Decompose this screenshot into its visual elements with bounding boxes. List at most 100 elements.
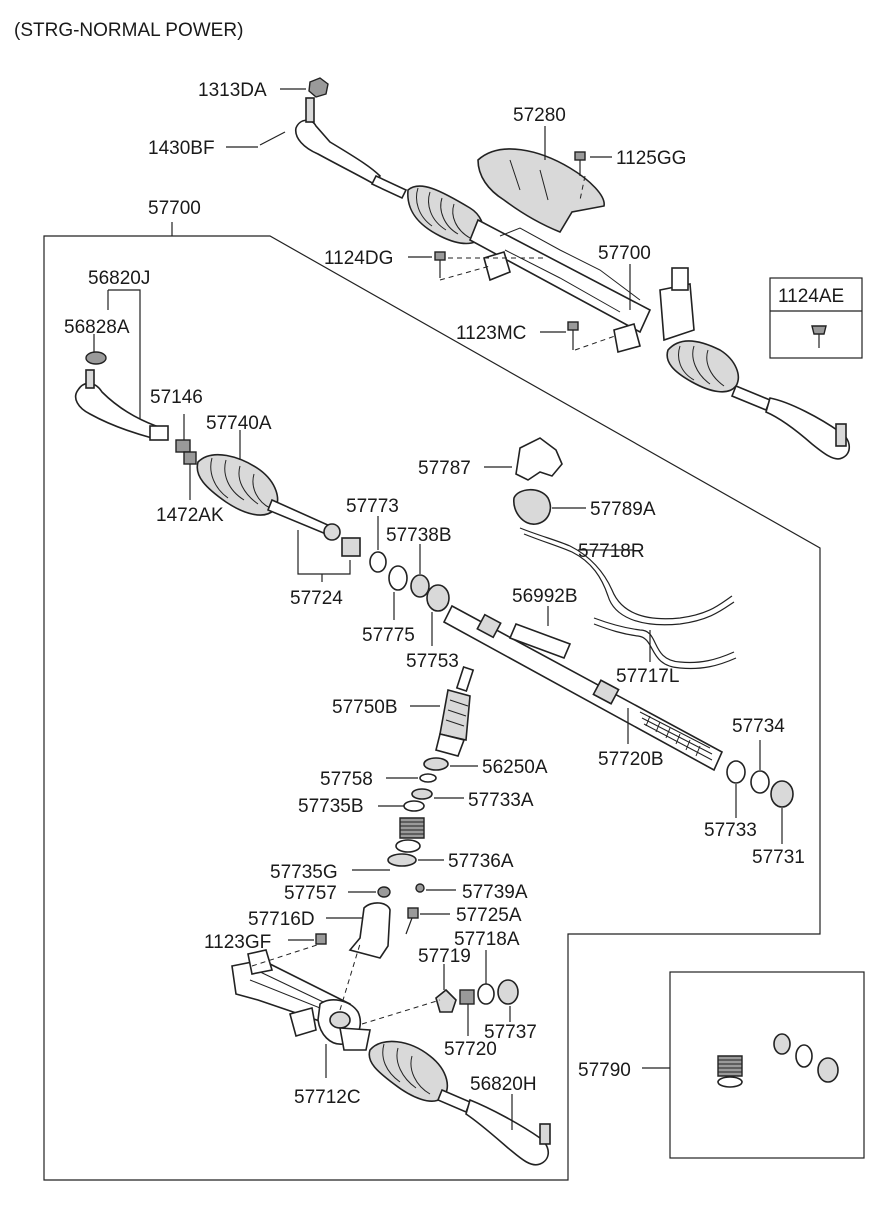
bracket-56820J — [107, 289, 141, 428]
label-57720: 57720 — [444, 1039, 497, 1060]
label-57750B: 57750B — [332, 697, 398, 718]
label-56992B: 56992B — [512, 586, 578, 607]
ring-57773-icon — [369, 551, 387, 573]
snap-ring-57775-icon — [388, 565, 408, 591]
heat-shield-ribs — [509, 159, 549, 201]
bolt-57725A-icon — [407, 907, 419, 919]
bolt-1123MC-icon — [567, 321, 579, 331]
ball-stud-left — [85, 369, 95, 389]
label-1430BF: 1430BF — [148, 138, 215, 159]
jam-nut-57146-icon — [175, 439, 191, 453]
tie-rod-upper — [370, 174, 408, 200]
kit-parts-57790 — [717, 1033, 839, 1088]
ring-57735G-upper-icon — [395, 839, 421, 853]
feed-tube-57718R — [519, 527, 733, 620]
label-57146: 57146 — [150, 387, 203, 408]
bolt-1430BF-icon — [259, 131, 286, 146]
spring-yoke-icon — [399, 817, 425, 839]
rack-guide-56992B — [508, 622, 572, 660]
mount-bushing-57789A — [513, 488, 552, 525]
spring-57720-icon — [459, 989, 475, 1005]
label-57700-frame: 57700 — [148, 198, 201, 219]
ball-stud-upper — [305, 97, 315, 123]
label-57735G: 57735G — [270, 862, 338, 883]
seal-56250A-icon — [423, 757, 449, 771]
seal-57733-icon — [726, 760, 746, 784]
label-57718A: 57718A — [454, 929, 520, 950]
label-57724: 57724 — [290, 588, 343, 609]
nut-1313DA-icon — [308, 77, 329, 98]
label-56820H: 56820H — [470, 1074, 537, 1095]
label-56820J: 56820J — [88, 268, 150, 289]
label-1472AK: 1472AK — [156, 505, 224, 526]
yoke-plug-57716D — [348, 902, 391, 959]
inner-socket-57724 — [341, 537, 361, 557]
boot-upper-right — [666, 340, 740, 393]
bushing-57753-icon — [426, 584, 450, 612]
seal-57737-icon — [497, 979, 519, 1005]
label-1123MC: 1123MC — [456, 323, 526, 344]
label-57758: 57758 — [320, 769, 373, 790]
tie-rod-end-upper-right — [765, 397, 851, 460]
valve-assembly-57750B — [435, 665, 475, 757]
label-1125GG: 1125GG — [616, 148, 686, 169]
label-1124DG: 1124DG — [324, 248, 393, 269]
bolt-1123GF-icon — [315, 933, 327, 945]
label-57787: 57787 — [418, 458, 471, 479]
rack-57720B — [442, 604, 724, 772]
gear-housing-57712C — [231, 949, 371, 1051]
bolt-1125GG-icon — [574, 151, 586, 161]
feed-lines-upper — [499, 227, 641, 313]
mount-bracket-upper-1 — [483, 251, 511, 282]
label-57736A: 57736A — [448, 851, 514, 872]
label-1123GF: 1123GF — [204, 932, 271, 953]
ball-57739A-icon — [415, 883, 425, 893]
inner-tie-rod-57724 — [266, 498, 332, 536]
cap-57719 — [435, 988, 457, 1013]
label-57740A: 57740A — [206, 413, 272, 434]
plug-57757-icon — [377, 886, 391, 898]
label-57733A: 57733A — [468, 790, 534, 811]
boot-lower-right — [368, 1040, 449, 1102]
label-57753: 57753 — [406, 651, 459, 672]
label-57738B: 57738B — [386, 525, 452, 546]
label-57773: 57773 — [346, 496, 399, 517]
label-57789A: 57789A — [590, 499, 656, 520]
tie-rod-upper-right — [730, 384, 772, 412]
label-57700-top: 57700 — [598, 243, 651, 264]
top-leaders — [226, 88, 631, 333]
dust-cap-56828A-icon — [85, 351, 107, 365]
label-56828A: 56828A — [64, 317, 130, 338]
label-57725A: 57725A — [456, 905, 522, 926]
washer-57733A-icon — [411, 788, 433, 800]
label-57717L: 57717L — [616, 666, 679, 687]
label-57775: 57775 — [362, 625, 415, 646]
label-57734: 57734 — [732, 716, 785, 737]
tie-rod-lower-right — [436, 1088, 472, 1114]
label-1124AE: 1124AE — [778, 286, 844, 307]
label-57735B: 57735B — [298, 796, 364, 817]
diagram-title: (STRG-NORMAL POWER) — [14, 20, 243, 41]
pinion-shaft-upper — [671, 267, 689, 291]
clamp-bracket-57787 — [515, 437, 563, 481]
label-57733: 57733 — [704, 820, 757, 841]
top-assembly — [259, 77, 851, 460]
label-56250A: 56250A — [482, 757, 548, 778]
tie-rod-end-lower-right — [465, 1098, 550, 1166]
label-57719: 57719 — [418, 946, 471, 967]
tie-rod-end-upper-left — [294, 119, 382, 186]
washer-57736A-icon — [387, 853, 417, 867]
label-57720B: 57720B — [598, 749, 664, 770]
label-57718R: 57718R — [578, 541, 645, 562]
bolt-1124DG-icon — [434, 251, 446, 261]
washer-57735B-icon — [403, 800, 425, 812]
label-57790: 57790 — [578, 1060, 631, 1081]
label-57716D: 57716D — [248, 909, 315, 930]
label-57757: 57757 — [284, 883, 337, 904]
mount-bracket-upper-2 — [613, 322, 641, 354]
seal-57738B-icon — [410, 574, 430, 598]
label-57737: 57737 — [484, 1022, 537, 1043]
inner-ball-joint — [323, 523, 341, 541]
seal-57731-icon — [770, 780, 794, 808]
